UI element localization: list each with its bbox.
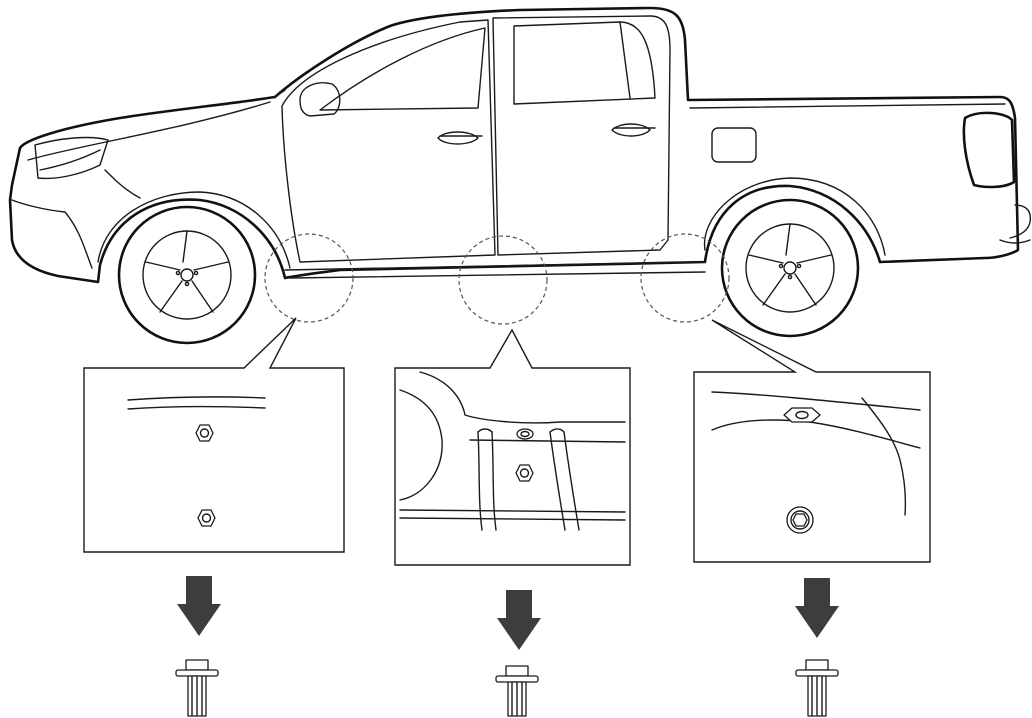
front-door-handle: [437, 131, 479, 145]
tail-light: [962, 111, 1016, 189]
front-panel-bolt-lower-icon: [197, 509, 216, 527]
callout-circle-front: [264, 233, 354, 323]
side-mirror: [299, 82, 341, 117]
front-window: [319, 27, 486, 111]
rear-door: [492, 15, 671, 256]
detail-panel-rear: [693, 319, 931, 563]
flange-bolt-middle-icon: [495, 665, 539, 717]
front-wheel: [117, 205, 257, 345]
rear-door-handle: [611, 123, 651, 137]
rear-panel-bolt-icon: [786, 506, 814, 534]
flange-bolt-rear-icon: [795, 659, 839, 717]
pickup-truck: [8, 6, 1032, 345]
rocker-panel: [284, 261, 706, 279]
callout-circle-rear: [640, 233, 730, 323]
rear-wheel: [720, 198, 860, 338]
detail-panel-middle: [394, 328, 631, 566]
rear-window: [513, 21, 656, 105]
down-arrow-rear-icon: [795, 578, 839, 638]
flange-bolt-front-icon: [175, 659, 219, 717]
fuel-door: [711, 127, 757, 163]
detail-panel-front: [83, 317, 345, 553]
headlight: [34, 136, 109, 180]
down-arrow-front-icon: [177, 576, 221, 636]
down-arrow-middle-icon: [497, 590, 541, 650]
front-door: [281, 19, 496, 263]
callout-circle-middle: [458, 235, 548, 325]
rear-panel-grommet-icon: [783, 407, 821, 423]
front-panel-bolt-upper-icon: [195, 424, 214, 442]
middle-panel-clip-icon: [516, 428, 534, 440]
middle-panel-bolt-icon: [515, 464, 534, 482]
